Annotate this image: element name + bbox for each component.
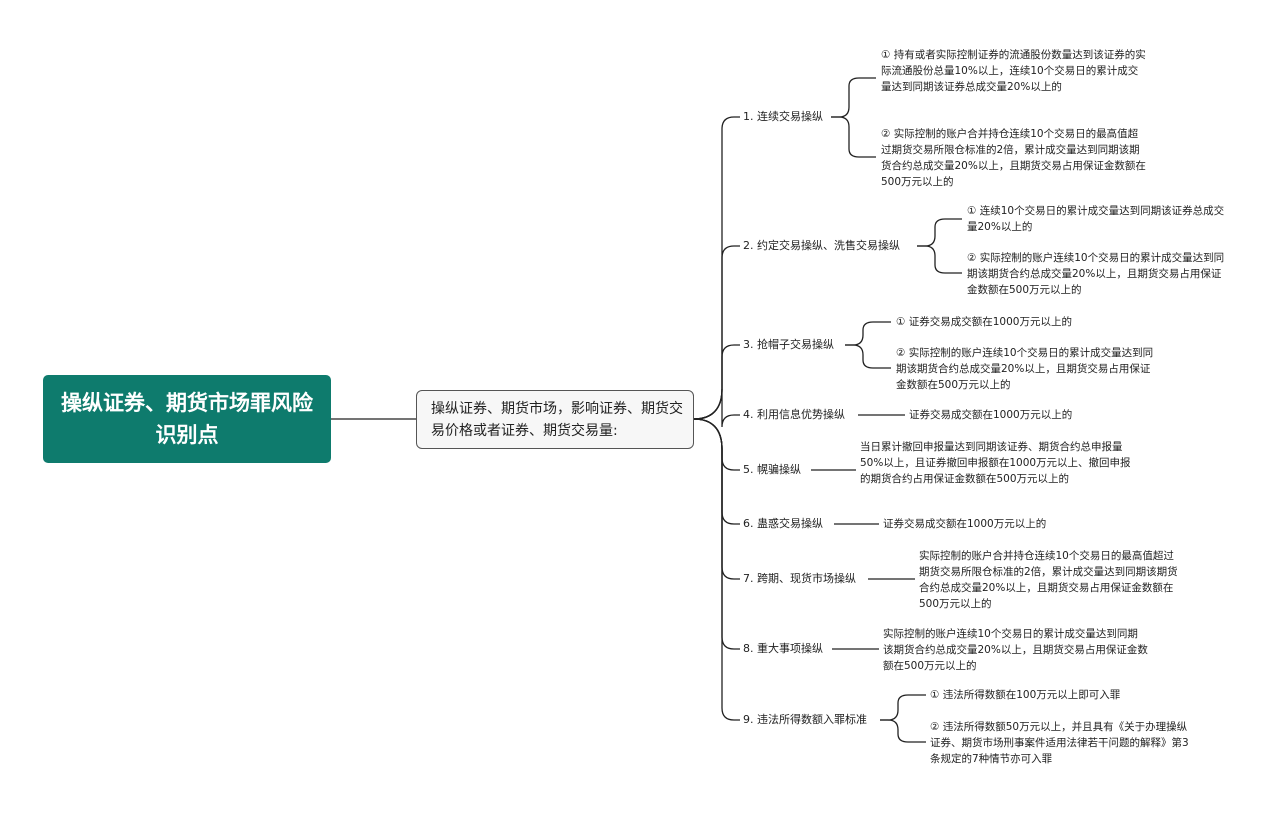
branch-3[interactable]: 3. 抢帽子交易操纵 [743, 338, 834, 351]
root-node[interactable]: 操纵证券、期货市场罪风险识别点 [43, 375, 331, 463]
branch-1[interactable]: 1. 连续交易操纵 [743, 110, 823, 123]
leaf-1-2[interactable]: ② 实际控制的账户合并持仓连续10个交易日的最高值超过期货交易所限仓标准的2倍，… [881, 128, 1146, 188]
hub-node[interactable]: 操纵证券、期货市场，影响证券、期货交易价格或者证券、期货交易量: [416, 390, 694, 449]
hub-branch-connector-7 [693, 418, 740, 580]
branch-4[interactable]: 4. 利用信息优势操纵 [743, 408, 845, 421]
branch-6[interactable]: 6. 蛊惑交易操纵 [743, 517, 823, 530]
branch-2[interactable]: 2. 约定交易操纵、洗售交易操纵 [743, 239, 900, 252]
hub-text: 操纵证券、期货市场，影响证券、期货交易价格或者证券、期货交易量: [431, 401, 683, 439]
branch-leaf-connector-9-1 [880, 694, 926, 721]
branch-7[interactable]: 7. 跨期、现货市场操纵 [743, 572, 856, 585]
leaf-8-1[interactable]: 实际控制的账户连续10个交易日的累计成交量达到同期该期货合约总成交量20%以上，… [883, 628, 1148, 672]
hub-branch-connector-4 [693, 388, 740, 428]
branch-leaf-connector-2-1 [917, 218, 962, 247]
branch-leaf-connector-9-2 [880, 719, 926, 743]
leaf-3-2[interactable]: ② 实际控制的账户连续10个交易日的累计成交量达到同期该期货合约总成交量20%以… [896, 347, 1154, 391]
leaf-7-1[interactable]: 实际控制的账户合并持仓连续10个交易日的最高值超过期货交易所限仓标准的2倍，累计… [919, 550, 1178, 610]
hub-branch-connector-1 [693, 116, 740, 420]
branch-leaf-connector-1-1 [831, 77, 876, 118]
leaf-5-1[interactable]: 当日累计撤回申报量达到同期该证券、期货合约总申报量50%以上，且证券撤回申报额在… [860, 441, 1131, 485]
branch-leaf-connector-3-2 [845, 344, 891, 369]
branch-leaf-connector-2-2 [917, 245, 962, 274]
branch-5[interactable]: 5. 幌骗操纵 [743, 463, 801, 476]
leaf-1-1[interactable]: ① 持有或者实际控制证券的流通股份数量达到该证券的实际流通股份总量10%以上，连… [881, 49, 1146, 93]
hub-branch-connector-8 [693, 418, 740, 650]
hub-branch-connector-9 [693, 418, 740, 721]
root-title: 操纵证券、期货市场罪风险识别点 [61, 391, 313, 447]
leaf-9-1[interactable]: ① 违法所得数额在100万元以上即可入罪 [930, 689, 1121, 701]
leaf-9-2[interactable]: ② 违法所得数额50万元以上，并且具有《关于办理操纵证券、期货市场刑事案件适用法… [930, 721, 1189, 765]
leaf-4-1[interactable]: 证券交易成交额在1000万元以上的 [909, 409, 1073, 421]
hub-branch-connector-6 [693, 418, 740, 525]
leaf-2-2[interactable]: ② 实际控制的账户连续10个交易日的累计成交量达到同期该期货合约总成交量20%以… [967, 252, 1225, 296]
leaf-6-1[interactable]: 证券交易成交额在1000万元以上的 [883, 518, 1047, 530]
hub-branch-connector-5 [693, 418, 740, 471]
leaf-2-1[interactable]: ① 连续10个交易日的累计成交量达到同期该证券总成交量20%以上的 [967, 205, 1225, 233]
branch-9[interactable]: 9. 违法所得数额入罪标准 [743, 713, 867, 726]
leaf-3-1[interactable]: ① 证券交易成交额在1000万元以上的 [896, 316, 1072, 328]
hub-branch-connector-2 [693, 245, 740, 420]
branch-leaf-connector-3-1 [845, 321, 891, 346]
branch-leaf-connector-1-2 [831, 116, 876, 158]
branch-8[interactable]: 8. 重大事项操纵 [743, 642, 823, 655]
